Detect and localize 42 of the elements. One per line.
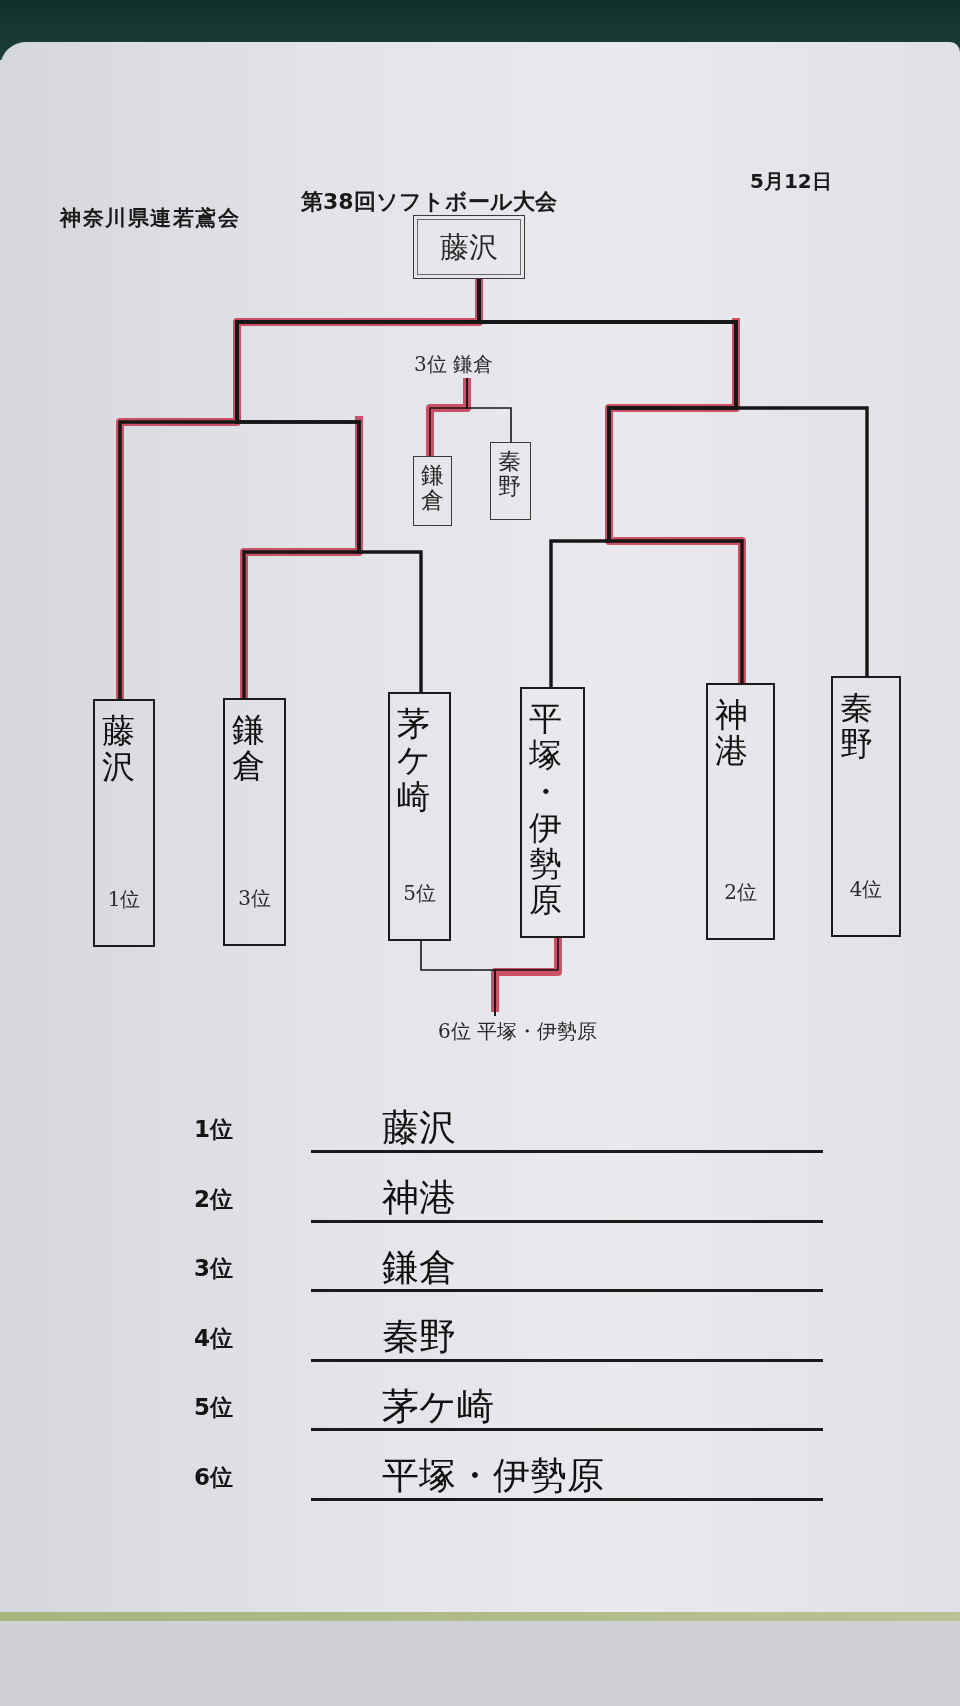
- team-box: [520, 687, 585, 938]
- rank-note: 5位: [403, 881, 436, 905]
- rank-note: 1位: [107, 887, 141, 911]
- team-box: [706, 683, 775, 940]
- bracket-line: [477, 279, 869, 676]
- team-name: 平塚・伊勢原: [382, 1456, 604, 1497]
- team-name: 茅ケ崎: [397, 706, 430, 815]
- result-note: 3位 鎌倉: [414, 351, 494, 378]
- team-name: 秦野: [840, 690, 873, 763]
- rank-label: 1位: [194, 1117, 233, 1143]
- team-name: 秦野: [382, 1317, 456, 1358]
- winner-box: [413, 215, 525, 279]
- team-name: 鎌倉: [232, 712, 265, 785]
- team-name: 神港: [382, 1177, 456, 1219]
- team-box: [831, 676, 901, 937]
- team-name: 平塚・伊勢原: [529, 701, 562, 919]
- bracket-line: [466, 377, 512, 443]
- team-name: 鎌倉: [382, 1247, 456, 1289]
- team-name: 茅ケ崎: [382, 1386, 494, 1428]
- rank-label: 2位: [194, 1186, 233, 1212]
- rank-label: 6位: [194, 1465, 233, 1491]
- rank-label: 5位: [194, 1395, 233, 1421]
- team-name: 藤沢: [382, 1108, 456, 1149]
- rank-note: 4位: [849, 877, 883, 901]
- team-box: [93, 699, 155, 947]
- organizer-name: 神奈川県連若鳶会: [60, 206, 240, 232]
- team-box: [223, 698, 286, 946]
- team-name: 鎌倉: [421, 463, 444, 514]
- team-name: 藤沢: [102, 713, 135, 786]
- result-note: 6位 平塚・伊勢原: [438, 1016, 598, 1046]
- tournament-title: 第38回ソフトボール大会: [301, 189, 557, 216]
- team-name: 神港: [715, 697, 748, 770]
- rank-label: 4位: [194, 1325, 233, 1352]
- team-name: 秦野: [498, 449, 521, 500]
- team-box: [413, 456, 452, 526]
- rank-label: 3位: [194, 1256, 233, 1282]
- team-box: [388, 692, 451, 941]
- team-name: 藤沢: [440, 229, 498, 265]
- rank-note: 2位: [724, 880, 757, 904]
- date-text: 5月12日: [750, 169, 832, 193]
- rank-note: 3位: [238, 886, 271, 910]
- team-box: [490, 442, 531, 520]
